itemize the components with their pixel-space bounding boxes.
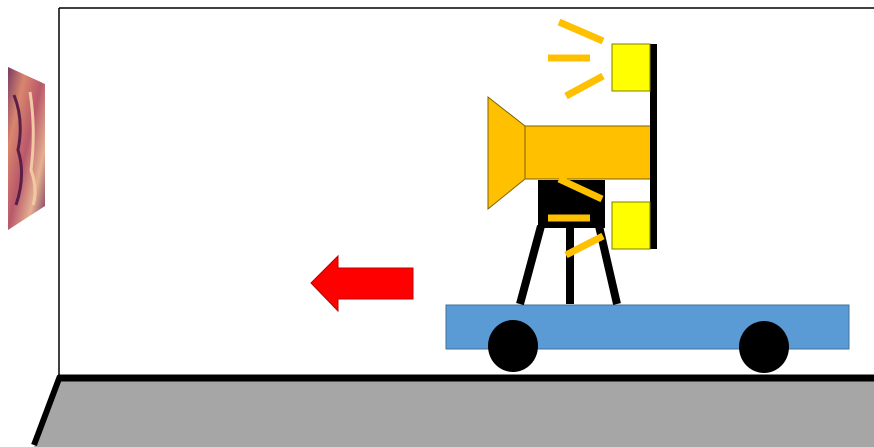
test-picture — [8, 67, 45, 230]
cart-wheel-right — [739, 321, 789, 373]
camera-lens-hood — [488, 97, 525, 209]
floor-surface — [34, 378, 874, 447]
floor — [34, 376, 874, 447]
light-panel-top-icon — [612, 44, 650, 91]
tripod-leg-left — [520, 226, 541, 304]
light-ray-top-lower — [566, 76, 603, 96]
test-chart-picture-icon — [8, 67, 45, 230]
direction-arrow-left-icon — [311, 256, 413, 311]
cart-wheel-left — [488, 320, 538, 372]
light-panel-bottom-icon — [612, 202, 650, 249]
light-ray-top-upper — [559, 22, 603, 41]
cart — [446, 305, 849, 373]
camera-body-on-tripod-icon — [525, 126, 653, 179]
light-panel-stand — [650, 44, 657, 249]
tripod — [520, 180, 617, 304]
